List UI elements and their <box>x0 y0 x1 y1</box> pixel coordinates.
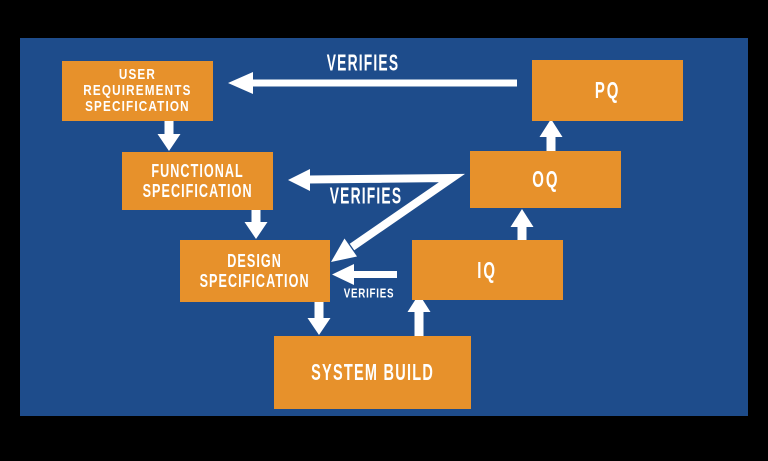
box-iq: IQ <box>412 240 563 300</box>
verifies-label-top: VERIFIES <box>326 49 400 76</box>
verifies-label-small: VERIFIES <box>343 285 395 301</box>
box-oq: OQ <box>470 151 621 208</box>
box-oq-label: OQ <box>531 166 560 192</box>
box-design-specification-label: DESIGN SPECIFICATION <box>199 251 311 291</box>
box-functional-specification: FUNCTIONAL SPECIFICATION <box>122 152 273 210</box>
box-user-requirements-specification-label: USER REQUIREMENTS SPECIFICATION <box>83 66 192 115</box>
box-pq-label: PQ <box>594 77 621 103</box>
box-user-requirements-specification: USER REQUIREMENTS SPECIFICATION <box>62 61 213 121</box>
box-iq-label: IQ <box>477 256 498 283</box>
box-design-specification: DESIGN SPECIFICATION <box>180 240 330 302</box>
box-functional-specification-label: FUNCTIONAL SPECIFICATION <box>142 161 253 201</box>
box-pq: PQ <box>532 60 683 121</box>
verifies-label-middle: VERIFIES <box>329 182 403 209</box>
box-system-build: SYSTEM BUILD <box>274 336 471 409</box>
box-system-build-label: SYSTEM BUILD <box>310 359 434 385</box>
